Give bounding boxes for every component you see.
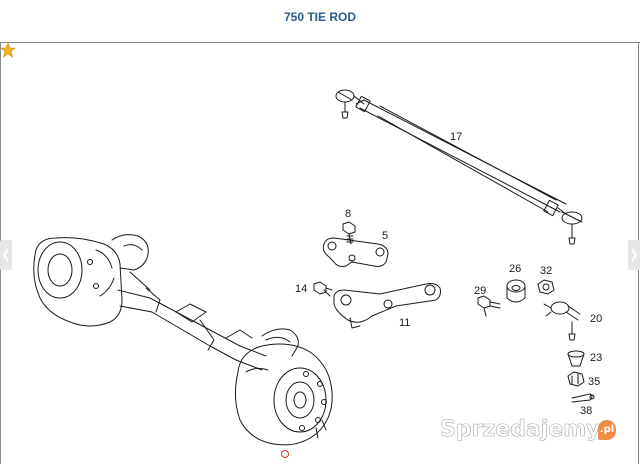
part-label-20: 20: [590, 313, 602, 325]
chevron-right-icon: [631, 248, 638, 262]
watermark-text: Sprzedajemy: [440, 417, 601, 443]
previous-image-button[interactable]: [0, 240, 12, 270]
chevron-left-icon: [2, 248, 9, 262]
bracket-5: [322, 237, 389, 267]
castle-nut-35: [567, 371, 585, 387]
page-title: 750 TIE ROD: [283, 10, 357, 24]
part-label-26: 26: [509, 263, 521, 275]
next-image-button[interactable]: [628, 240, 640, 270]
part-label-35: 35: [588, 376, 600, 388]
nut-32: [537, 279, 555, 295]
part-label-8: 8: [345, 208, 351, 220]
part-label-5: 5: [382, 230, 388, 242]
part-label-11: 11: [399, 317, 410, 329]
bolt-8: [342, 221, 356, 245]
part-label-14: 14: [295, 283, 307, 295]
location-marker-icon: [281, 450, 289, 458]
part-label-17: 17: [450, 131, 462, 143]
boot-23: [567, 350, 585, 367]
star-icon[interactable]: [0, 42, 16, 58]
bolt-29: [477, 295, 501, 317]
diagram-frame: [0, 42, 640, 465]
part-label-23: 23: [590, 352, 602, 364]
part-label-29: 29: [474, 285, 486, 297]
cotter-pin-38: [571, 393, 595, 403]
bolt-14: [313, 281, 333, 297]
bushing-26: [506, 279, 526, 303]
tie-rod-17: [335, 89, 583, 245]
tie-rod-end-20: [543, 301, 581, 341]
watermark-badge: .pl: [598, 420, 616, 440]
part-label-38: 38: [580, 405, 592, 417]
part-label-32: 32: [540, 265, 552, 277]
drag-link-11: [333, 283, 441, 329]
front-axle-assembly: [33, 234, 333, 446]
